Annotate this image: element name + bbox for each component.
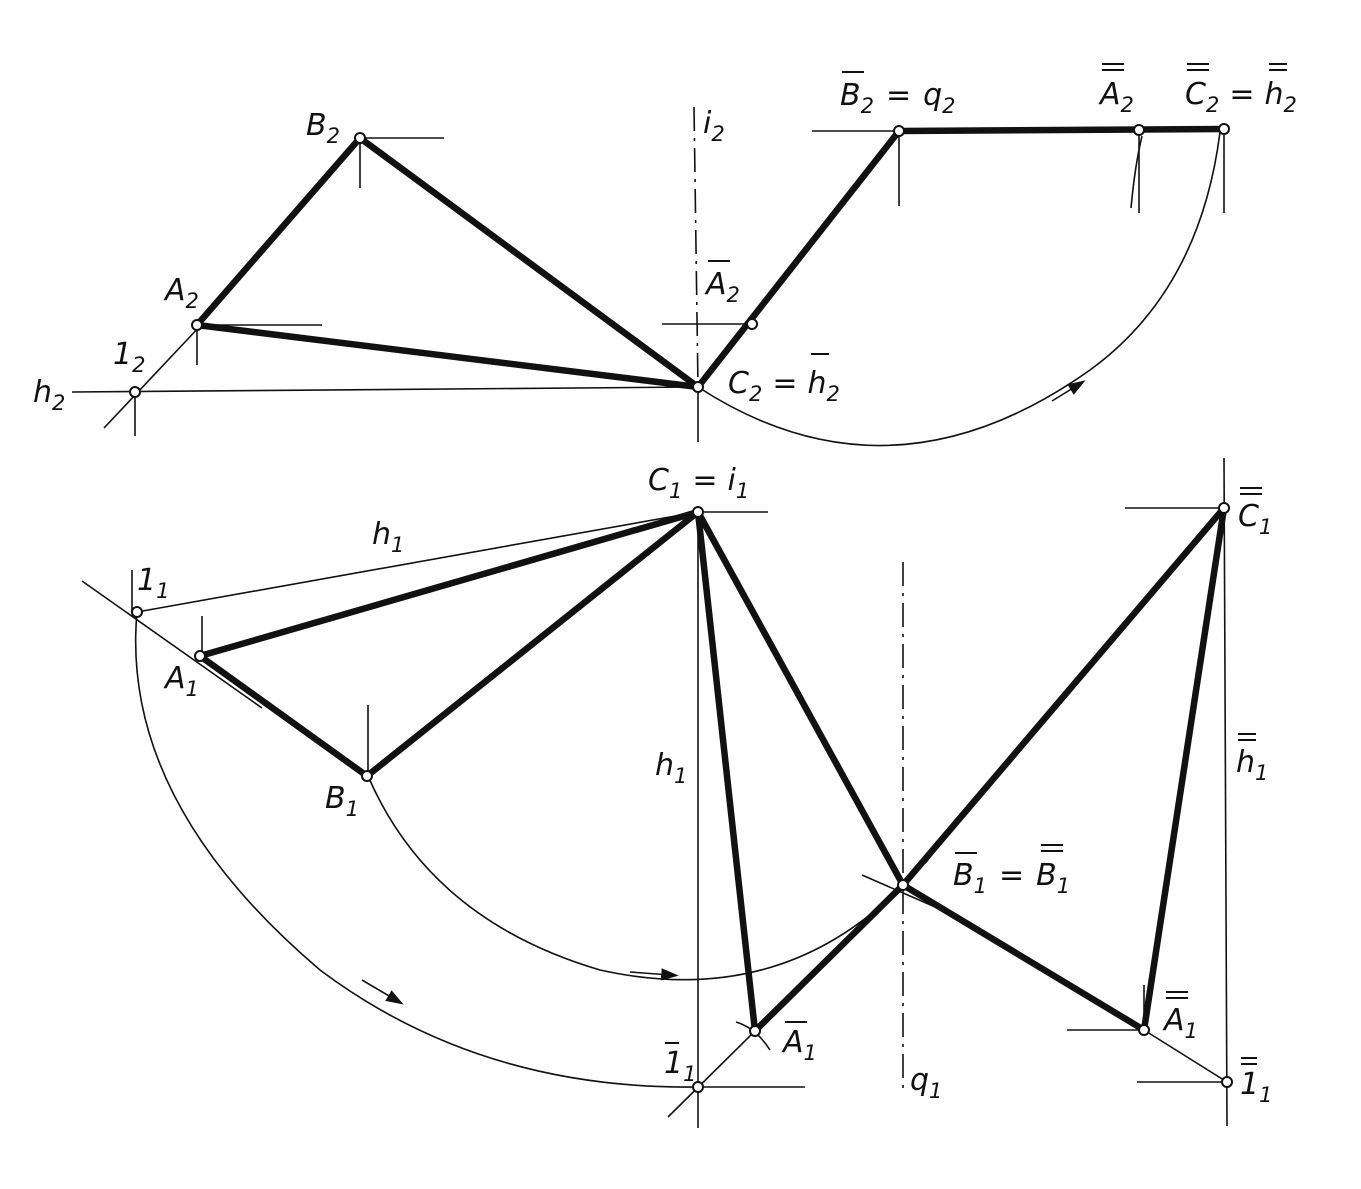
h1-line bbox=[136, 511, 699, 613]
edge-a1-b1 bbox=[196, 652, 371, 780]
point-a2 bbox=[191, 319, 203, 331]
label-h1-vertical: h1 bbox=[655, 748, 687, 788]
line-12-a2-extension bbox=[103, 323, 203, 429]
points bbox=[129, 123, 1233, 1093]
label-onebb1: 11 bbox=[1240, 1067, 1272, 1107]
edge-c1-abar1 bbox=[694, 508, 759, 1035]
edge-b1-c1 bbox=[363, 508, 702, 780]
label-cbb2-equals-hbb2: C2=h2 bbox=[1185, 77, 1297, 117]
thick-edges bbox=[193, 125, 1228, 1035]
point-abar2 bbox=[746, 318, 758, 330]
label-hbb1: h1 bbox=[1236, 745, 1268, 785]
label-bbar2-equals-q2: B2=q2 bbox=[840, 78, 956, 118]
edge-c2-bbar2 bbox=[694, 127, 903, 391]
edge-c1-bbar1 bbox=[694, 508, 907, 889]
axes bbox=[693, 106, 904, 1092]
label-a1: A1 bbox=[163, 661, 199, 701]
point-abb1 bbox=[1138, 1024, 1150, 1036]
label-b1: B1 bbox=[325, 781, 359, 821]
axis-i2 bbox=[693, 106, 699, 388]
point-12 bbox=[129, 386, 141, 398]
label-onebar1: 11 bbox=[664, 1046, 696, 1086]
edge-bbar1-cbb1 bbox=[899, 504, 1228, 889]
edge-b2-c2 bbox=[356, 134, 702, 391]
label-c1-equals-i1: C1=i1 bbox=[648, 463, 749, 503]
rotation-arc-c2 bbox=[697, 131, 1221, 447]
edge-abar1-bbar1 bbox=[751, 881, 907, 1035]
edge-abb1-cbb1 bbox=[1140, 504, 1228, 1034]
point-bbar2 bbox=[893, 125, 905, 137]
point-bbar1 bbox=[897, 879, 909, 891]
point-c2 bbox=[692, 381, 704, 393]
label-b2: B2 bbox=[306, 108, 340, 148]
labels: B2 A2 12 h2 i2 A2 C2=h2 B2=q2 A2 C2=h2 C… bbox=[33, 63, 1297, 1107]
arrow-rotation-c2 bbox=[1051, 380, 1086, 402]
point-cbb2 bbox=[1218, 123, 1230, 135]
label-i2: i2 bbox=[703, 106, 725, 146]
edge-bbar1-abb1 bbox=[899, 881, 1148, 1034]
point-11 bbox=[131, 606, 143, 618]
arc-tick-abb2 bbox=[1130, 135, 1143, 209]
label-11: 11 bbox=[137, 563, 169, 603]
label-c2-equals-hbar2: C2=h2 bbox=[728, 366, 840, 406]
label-abar2: A2 bbox=[704, 267, 740, 307]
edge-bbar2-cbb2 bbox=[895, 125, 1228, 135]
point-abb2 bbox=[1133, 124, 1145, 136]
edge-a1-c1 bbox=[196, 508, 702, 660]
line-abb1-onebb1 bbox=[1143, 1029, 1228, 1083]
point-abar1 bbox=[749, 1025, 761, 1037]
point-b1 bbox=[361, 770, 373, 782]
point-onebar1 bbox=[692, 1081, 704, 1093]
point-c1 bbox=[692, 506, 704, 518]
label-h1-top: h1 bbox=[372, 517, 404, 557]
point-cbb1 bbox=[1218, 502, 1230, 514]
rotation-arc-b1 bbox=[367, 775, 904, 981]
label-12: 12 bbox=[113, 337, 145, 377]
vertical-line-cbb1-onebb1 bbox=[1223, 457, 1228, 1127]
point-b2 bbox=[354, 132, 366, 144]
label-abar1: A1 bbox=[781, 1025, 817, 1065]
point-onebb1 bbox=[1221, 1076, 1233, 1088]
label-bbar1-equals-bbb1: B1=B1 bbox=[953, 858, 1070, 898]
point-a1 bbox=[194, 650, 206, 662]
label-h2: h2 bbox=[33, 375, 65, 415]
label-abb1: A1 bbox=[1162, 1003, 1198, 1043]
arrow-rotation-b1 bbox=[629, 968, 679, 981]
arrow-rotation-11 bbox=[361, 979, 404, 1005]
edge-a2-c2 bbox=[193, 321, 702, 391]
label-a2: A2 bbox=[163, 273, 199, 313]
label-abb2: A2 bbox=[1098, 77, 1134, 117]
line-11-b1 bbox=[81, 580, 263, 709]
label-q1: q1 bbox=[910, 1063, 942, 1103]
label-cbb1: C1 bbox=[1238, 499, 1272, 539]
edge-a2-b2 bbox=[193, 134, 364, 329]
rotation-arc-11 bbox=[134, 611, 699, 1088]
h2-line bbox=[71, 386, 699, 393]
